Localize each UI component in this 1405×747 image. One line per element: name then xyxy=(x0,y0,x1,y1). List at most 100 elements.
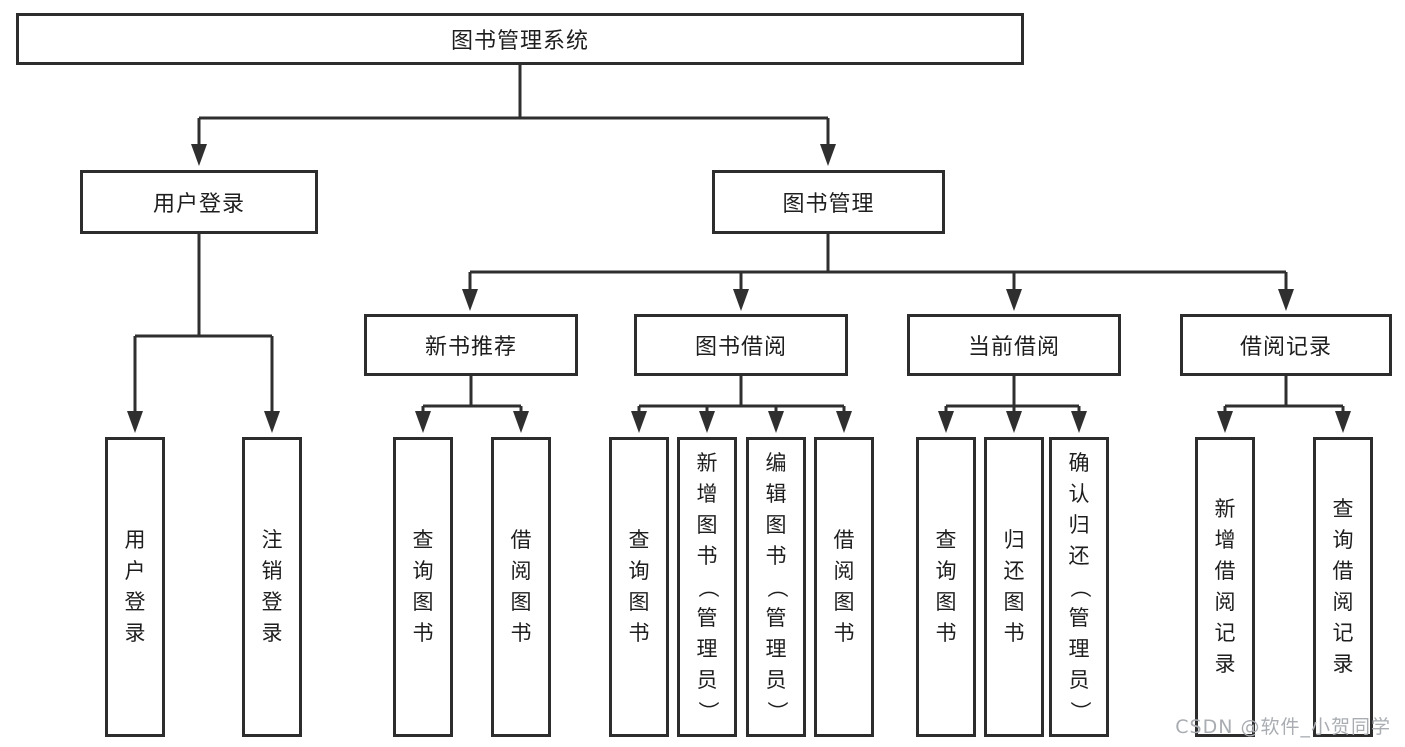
vertical-char: 确 xyxy=(1068,450,1090,475)
node-book-borrowing: 图书借阅 xyxy=(634,314,848,376)
vertical-char: 登 xyxy=(261,590,283,614)
vertical-char: （ xyxy=(764,576,789,598)
leaf-borrow-books-recommend: 借阅图书 xyxy=(491,437,551,737)
leaf-confirm-return-admin: 确认归还 （ 管理员 ） xyxy=(1049,437,1109,737)
vertical-char: 记 xyxy=(1332,621,1354,645)
vertical-char: 询 xyxy=(412,559,434,583)
vertical-char: 询 xyxy=(628,559,650,583)
connector-root xyxy=(197,65,830,147)
leaf-query-books-recommend: 查询图书 xyxy=(393,437,453,737)
arrowhead xyxy=(1217,411,1233,433)
vertical-char: 员 xyxy=(1068,667,1090,692)
vertical-char: 书 xyxy=(510,621,532,645)
vertical-char: 录 xyxy=(124,621,146,645)
vertical-char: 询 xyxy=(935,559,957,583)
arrowhead xyxy=(836,411,852,433)
vertical-char: 查 xyxy=(1332,497,1354,521)
connector-book-management xyxy=(468,234,1288,292)
connector-book-borrowing xyxy=(637,376,846,415)
vertical-char: 理 xyxy=(696,636,718,661)
vertical-char: 借 xyxy=(833,528,855,552)
vertical-char: 书 xyxy=(628,621,650,645)
vertical-char: 借 xyxy=(510,528,532,552)
vertical-char: 图 xyxy=(510,590,532,614)
vertical-char: 认 xyxy=(1068,481,1090,506)
vertical-char: 书 xyxy=(1003,621,1025,645)
arrowhead xyxy=(415,411,431,433)
leaf-add-books-admin: 新增图书（管理员） xyxy=(677,437,737,737)
watermark: CSDN @软件_小贺同学 xyxy=(1175,716,1391,738)
vertical-char: 借 xyxy=(1214,559,1236,583)
arrowhead xyxy=(820,144,836,166)
arrowhead xyxy=(462,289,478,311)
vertical-char: 查 xyxy=(412,528,434,552)
vertical-char: 增 xyxy=(1214,528,1236,552)
node-book-management: 图书管理 xyxy=(712,170,945,234)
arrowhead xyxy=(699,411,715,433)
node-current-borrowing: 当前借阅 xyxy=(907,314,1121,376)
arrowhead xyxy=(1335,411,1351,433)
leaf-borrow-books: 借阅图书 xyxy=(814,437,874,737)
leaf-query-borrow-record: 查询借阅记录 xyxy=(1313,437,1373,737)
leaf-logout: 注销登录 xyxy=(242,437,302,737)
arrowhead xyxy=(631,411,647,433)
vertical-char: 录 xyxy=(1332,652,1354,676)
vertical-char: 注 xyxy=(261,528,283,552)
node-library-system: 图书管理系统 xyxy=(16,13,1024,65)
connector-current-borrowing xyxy=(944,376,1081,415)
node-new-book-recommend: 新书推荐 xyxy=(364,314,578,376)
node-label: 借阅记录 xyxy=(1239,335,1332,360)
vertical-char: 阅 xyxy=(833,559,855,583)
vertical-char: 借 xyxy=(1332,559,1354,583)
vertical-char: ） xyxy=(695,700,720,722)
vertical-char: 理 xyxy=(765,636,787,661)
node-label: 图书借阅 xyxy=(694,335,787,360)
vertical-char: 书 xyxy=(935,621,957,645)
vertical-char: 图 xyxy=(696,512,718,537)
vertical-char: 员 xyxy=(765,667,787,692)
vertical-char: 管 xyxy=(1068,605,1090,630)
vertical-char: 查 xyxy=(628,528,650,552)
vertical-char: 归 xyxy=(1068,512,1090,537)
vertical-char: 书 xyxy=(833,621,855,645)
vertical-char: 增 xyxy=(696,481,718,506)
vertical-char: 编 xyxy=(765,450,787,475)
arrowhead xyxy=(1006,411,1022,433)
vertical-char: （ xyxy=(695,576,720,598)
vertical-char: 图 xyxy=(765,512,787,537)
vertical-char: 辑 xyxy=(765,481,787,506)
vertical-char: 新 xyxy=(1214,497,1236,521)
vertical-char: 户 xyxy=(124,559,146,583)
vertical-char: 图 xyxy=(935,590,957,614)
vertical-char: （ xyxy=(1067,576,1092,598)
vertical-char: 录 xyxy=(1214,652,1236,676)
arrowhead xyxy=(938,411,954,433)
node-label: 当前借阅 xyxy=(967,335,1060,360)
leaf-user-login: 用户登录 xyxy=(105,437,165,737)
vertical-char: 还 xyxy=(1003,559,1025,583)
leaf-query-books-borrowing: 查询图书 xyxy=(609,437,669,737)
node-user-login: 用户登录 xyxy=(80,170,318,234)
arrowhead xyxy=(191,144,207,166)
arrowhead xyxy=(264,411,280,433)
arrowhead xyxy=(768,411,784,433)
vertical-char: 归 xyxy=(1003,528,1025,552)
leaf-query-books-current: 查询图书 xyxy=(916,437,976,737)
vertical-char: ） xyxy=(1067,700,1092,722)
connector-user-login xyxy=(133,234,274,415)
vertical-char: 还 xyxy=(1068,543,1090,568)
vertical-char: 理 xyxy=(1068,636,1090,661)
node-label: 图书管理系统 xyxy=(450,29,589,54)
vertical-char: 管 xyxy=(696,605,718,630)
connector-borrowing-records xyxy=(1223,376,1345,415)
vertical-char: 阅 xyxy=(1214,590,1236,614)
arrowhead xyxy=(1071,411,1087,433)
arrowhead xyxy=(733,289,749,311)
arrowhead xyxy=(1278,289,1294,311)
vertical-char: 图 xyxy=(412,590,434,614)
connector-new-book-recommend xyxy=(421,376,523,415)
vertical-char: 记 xyxy=(1214,621,1236,645)
leaf-add-borrow-record: 新增借阅记录 xyxy=(1195,437,1255,737)
